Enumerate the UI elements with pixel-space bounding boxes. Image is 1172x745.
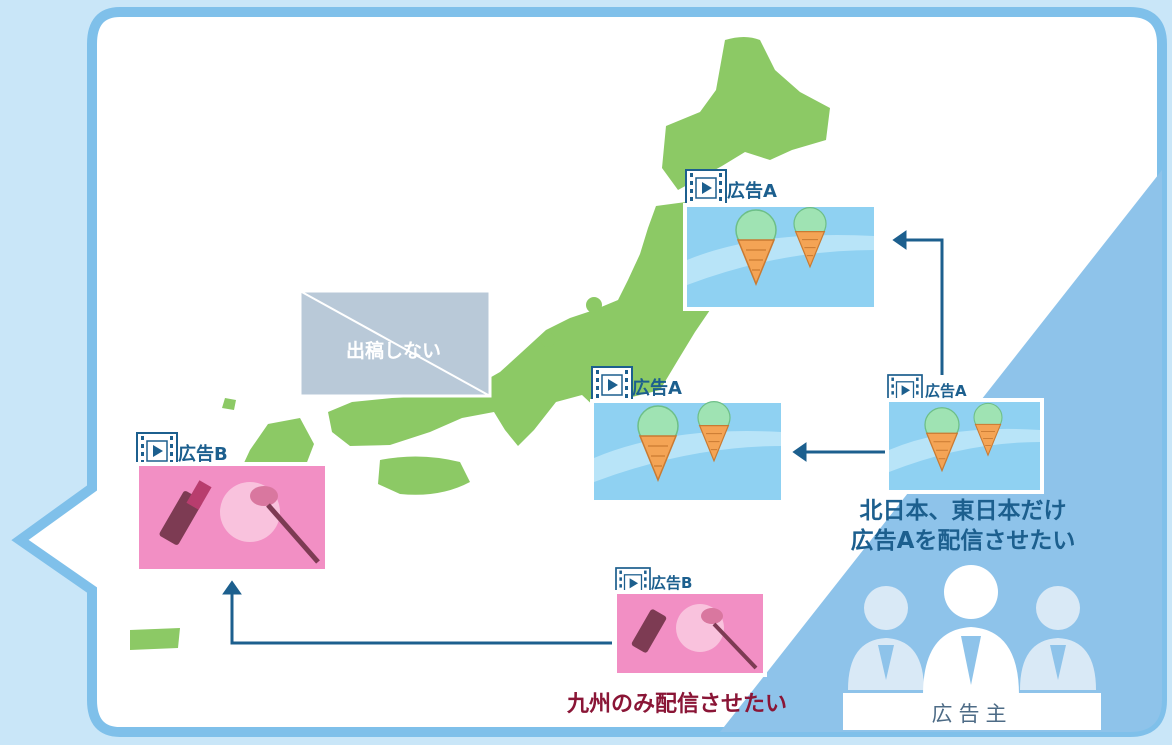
person-icon (1036, 586, 1080, 630)
advertiser-label: 広告主 (931, 702, 1013, 726)
hokkaido (662, 37, 830, 190)
brush-icon (266, 503, 320, 564)
ad-b-advertiser-label: 広告B (651, 574, 693, 592)
ad-b-kyushu-label: 広告B (178, 444, 228, 465)
brush-icon (712, 622, 758, 670)
arrows (222, 230, 944, 645)
no-ad-box (298, 289, 492, 398)
person-icon (944, 565, 998, 619)
person-icon (864, 586, 908, 630)
film-icon (591, 366, 633, 404)
advertiser-request-b: 九州のみ配信させたい (567, 692, 788, 717)
shikoku (378, 456, 470, 495)
tsushima (222, 398, 236, 410)
advertiser-label-box (843, 693, 1101, 730)
oki-island (541, 333, 555, 347)
ad-a-center-label: 広告A (632, 378, 682, 399)
sado-island (586, 297, 602, 313)
request-a-line-1: 北日本、東日本だけ (859, 498, 1067, 524)
ad-a-advertiser-label: 広告A (925, 382, 967, 400)
no-ad-label: 出稿しない (346, 340, 442, 362)
arrow-to-north (895, 238, 944, 375)
film-icon (685, 169, 727, 207)
ad-b-advertiser (613, 567, 767, 677)
lipstick-icon (631, 609, 667, 653)
ad-b-kyushu (135, 432, 329, 573)
okinawa (130, 628, 180, 650)
ad-a-center (590, 366, 785, 504)
request-a-line-2: 広告Aを配信させたい (850, 528, 1076, 554)
advertiser-people (843, 565, 1101, 730)
arrow-to-kyushu (230, 583, 612, 645)
ad-a-north (683, 169, 878, 311)
advertiser-request-a: 北日本、東日本だけ 広告Aを配信させたい (838, 496, 1088, 556)
ad-a-advertiser (885, 374, 1044, 494)
ad-a-north-label: 広告A (727, 181, 777, 202)
